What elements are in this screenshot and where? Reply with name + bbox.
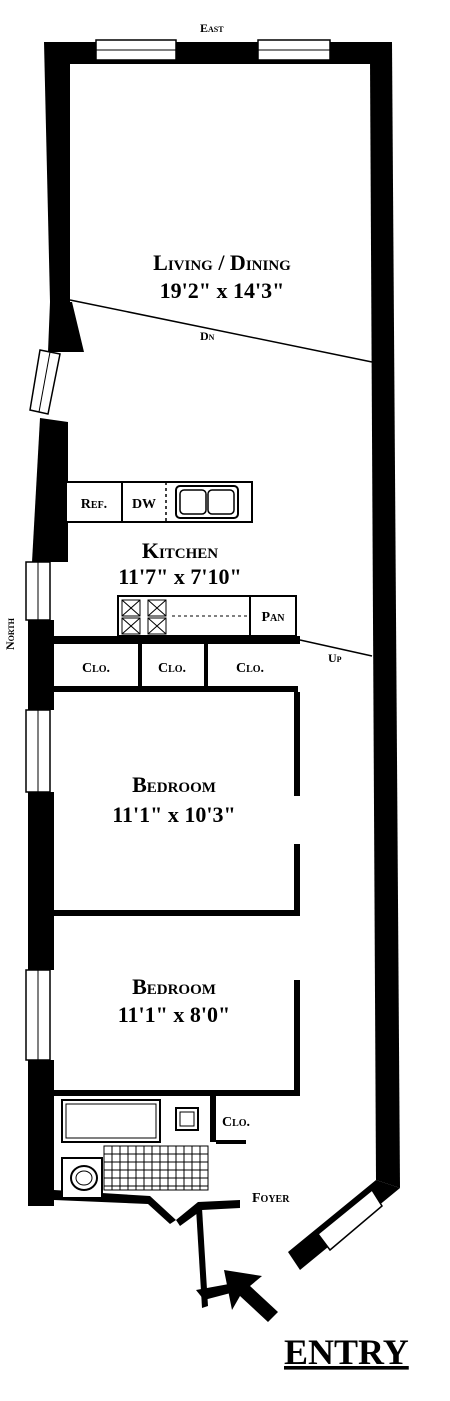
refrigerator-label: Ref.	[81, 497, 107, 512]
closet-label-2: Clo.	[158, 661, 186, 676]
pantry-label: Pan	[262, 610, 286, 625]
kitchen-counter-top	[65, 481, 253, 523]
living-dining-title: Living / Dining	[153, 250, 291, 275]
stair-line-upper	[69, 299, 373, 363]
entry-door	[196, 1208, 208, 1308]
entry-arrow-icon	[224, 1270, 278, 1322]
bedroom-1-title: Bedroom	[132, 772, 216, 797]
bathroom	[61, 1099, 209, 1199]
bath-closet-label: Clo.	[222, 1115, 250, 1130]
bedroom-2-title: Bedroom	[132, 974, 216, 999]
stairs-up-label: Up	[328, 651, 342, 665]
windows	[25, 39, 383, 1252]
compass-north: North	[3, 617, 17, 650]
living-dining-dims: 19'2" x 14'3"	[160, 278, 285, 303]
kitchen-title: Kitchen	[142, 538, 218, 563]
bedroom-2-dims: 11'1" x 8'0"	[118, 1002, 230, 1027]
closet-label-3: Clo.	[236, 661, 264, 676]
stair-line-lower	[299, 639, 373, 657]
kitchen-counter-bottom	[117, 595, 297, 637]
closet-label-1: Clo.	[82, 661, 110, 676]
kitchen-dims: 11'7" x 7'10"	[118, 564, 241, 589]
exterior-walls	[28, 42, 400, 1270]
entry-label: ENTRY	[284, 1332, 409, 1372]
stairs-down-label: Dn	[200, 329, 215, 343]
compass-east: East	[200, 21, 224, 35]
bath-tile-floor	[103, 1145, 209, 1191]
dishwasher-label: DW	[132, 497, 156, 512]
bedroom-1-dims: 11'1" x 10'3"	[112, 802, 235, 827]
foyer-label: Foyer	[252, 1191, 290, 1206]
